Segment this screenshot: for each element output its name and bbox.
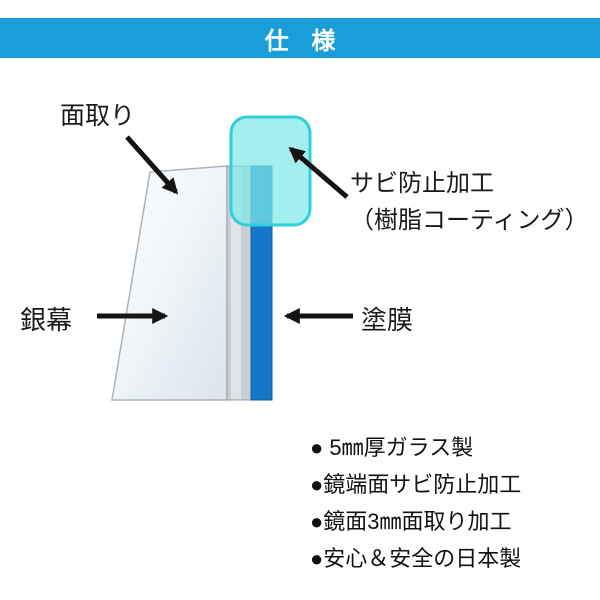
rust-proof-label: サビ防止加工 （樹脂コーティング） (350, 165, 589, 239)
header-band: 仕 様 (0, 18, 600, 58)
page-title: 仕 様 (264, 27, 344, 55)
silver-label: 銀幕 (20, 305, 73, 335)
rust-proof-arrow-icon (288, 146, 349, 199)
feature-item: ●安心＆安全の日本製 (310, 546, 522, 571)
chamfer-label: 面取り (60, 102, 136, 130)
coating-label: 塗膜 (361, 305, 414, 335)
feature-item: ●鏡端面サビ防止加工 (310, 472, 522, 497)
feature-list: ● 5㎜厚ガラス製 ●鏡端面サビ防止加工 ●鏡面3㎜面取り加工 ●安心＆安全の日… (310, 429, 521, 577)
chamfer-arrow-icon (125, 135, 179, 195)
resin-coating-cap (229, 115, 312, 227)
glass-layer (111, 165, 228, 401)
feature-item: ●鏡面3㎜面取り加工 (310, 509, 512, 534)
silver-backing-highlight (231, 167, 241, 399)
rust-proof-label-line1: サビ防止加工 (350, 170, 494, 197)
rust-proof-label-line2: （樹脂コーティング） (350, 207, 589, 234)
feature-item: ● 5㎜厚ガラス製 (310, 435, 474, 460)
